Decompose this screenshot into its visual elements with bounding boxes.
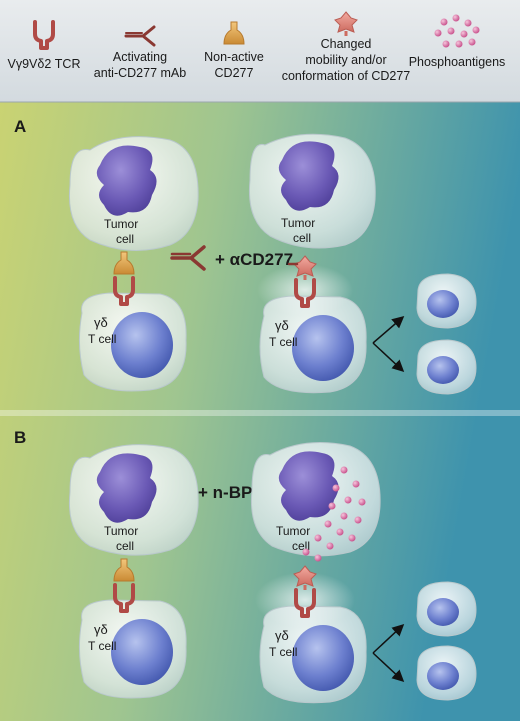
phosphoantigens [302, 466, 366, 562]
tumor-label-line2: cell [116, 539, 134, 553]
inactive-cd277-icon [223, 21, 245, 45]
inactive-cd277-b [113, 558, 135, 582]
tumor-label-line2: cell [116, 232, 134, 246]
tcr-a-left [113, 276, 135, 306]
phosphoantigen-icon [434, 14, 480, 48]
proliferation-arrows [372, 316, 405, 373]
tumor-label-line1: Tumor [276, 524, 310, 538]
legend-inactive-line2: CD277 [215, 66, 254, 80]
changed-cd277-a [287, 255, 317, 280]
tcr-a-right [294, 278, 316, 308]
tcr-icon [33, 20, 55, 50]
daughter-nucleus [427, 598, 459, 626]
tumor-nucleus [96, 145, 157, 216]
t-cell-nucleus [111, 312, 173, 378]
panel-b: B Tumor cell γδ T cell + n-BP [14, 428, 477, 704]
daughter-cell-b-bottom [416, 645, 477, 701]
legend-changed-line1: Changed [321, 37, 372, 51]
t-cell-b-left: γδ T cell [78, 599, 187, 699]
tcell-label-line1: γδ [94, 315, 108, 330]
proliferation-arrows [372, 623, 405, 683]
antibody-a [170, 245, 206, 271]
t-cell-b-right: γδ T cell [259, 605, 367, 704]
tumor-cell-b-right: Tumor cell [250, 442, 381, 557]
inactive-cd277-a [113, 251, 135, 275]
tumor-cell-b-left: Tumor cell [68, 444, 199, 556]
daughter-cell-a-bottom [416, 339, 477, 395]
panel-a-letter: A [14, 117, 26, 136]
daughter-cell-b-top [416, 581, 477, 637]
panel-a: A Tumor cell γδ T cell + αCD277 [14, 117, 477, 395]
tumor-cell-a-right: Tumor cell [248, 133, 376, 249]
daughter-nucleus [427, 290, 459, 318]
panel-a-treatment: + αCD277 [215, 250, 293, 269]
tcr-b-left [113, 583, 135, 613]
antibody-icon [124, 25, 156, 47]
legend-pag-label: Phosphoantigens [409, 55, 506, 69]
legend-inactive-line1: Non-active [204, 50, 264, 64]
tumor-label-line1: Tumor [281, 216, 315, 230]
tcell-label-line2: T cell [88, 332, 116, 346]
t-cell-a-left: γδ T cell [78, 292, 187, 392]
legend-changed-line2: mobility and/or [305, 53, 386, 67]
t-cell-a-right: γδ T cell [259, 295, 367, 394]
tcell-label-line2: T cell [88, 639, 116, 653]
tumor-label-line1: Tumor [104, 524, 138, 538]
tumor-label-line1: Tumor [104, 217, 138, 231]
tcell-label-line1: γδ [94, 622, 108, 637]
tcr-b-right [294, 588, 316, 618]
tumor-nucleus [278, 141, 339, 211]
panel-divider [0, 410, 520, 416]
tumor-label-line2: cell [293, 231, 311, 245]
tcell-label-line2: T cell [269, 645, 297, 659]
daughter-cell-a-top [416, 273, 477, 329]
panel-b-treatment: + n-BP [198, 483, 252, 502]
tumor-cell-a-left: Tumor cell [68, 136, 199, 251]
legend-mab-line2: anti-CD277 mAb [94, 66, 186, 80]
t-cell-nucleus [292, 625, 354, 691]
legend: Vγ9Vδ2 TCR Activating anti-CD277 mAb Non… [0, 0, 520, 103]
daughter-nucleus [427, 356, 459, 384]
legend-changed-line3: conformation of CD277 [282, 69, 411, 83]
t-cell-nucleus [292, 315, 354, 381]
tumor-nucleus [96, 453, 157, 523]
changed-cd277-icon [334, 11, 358, 36]
tumor-nucleus [278, 451, 339, 521]
tcell-label-line1: γδ [275, 628, 289, 643]
changed-cd277-b [293, 565, 317, 590]
tcell-label-line2: T cell [269, 335, 297, 349]
t-cell-nucleus [111, 619, 173, 685]
legend-tcr-label: Vγ9Vδ2 TCR [8, 57, 81, 71]
legend-box [0, 0, 520, 102]
tcell-label-line1: γδ [275, 318, 289, 333]
daughter-nucleus [427, 662, 459, 690]
legend-mab-line1: Activating [113, 50, 167, 64]
panel-b-letter: B [14, 428, 26, 447]
